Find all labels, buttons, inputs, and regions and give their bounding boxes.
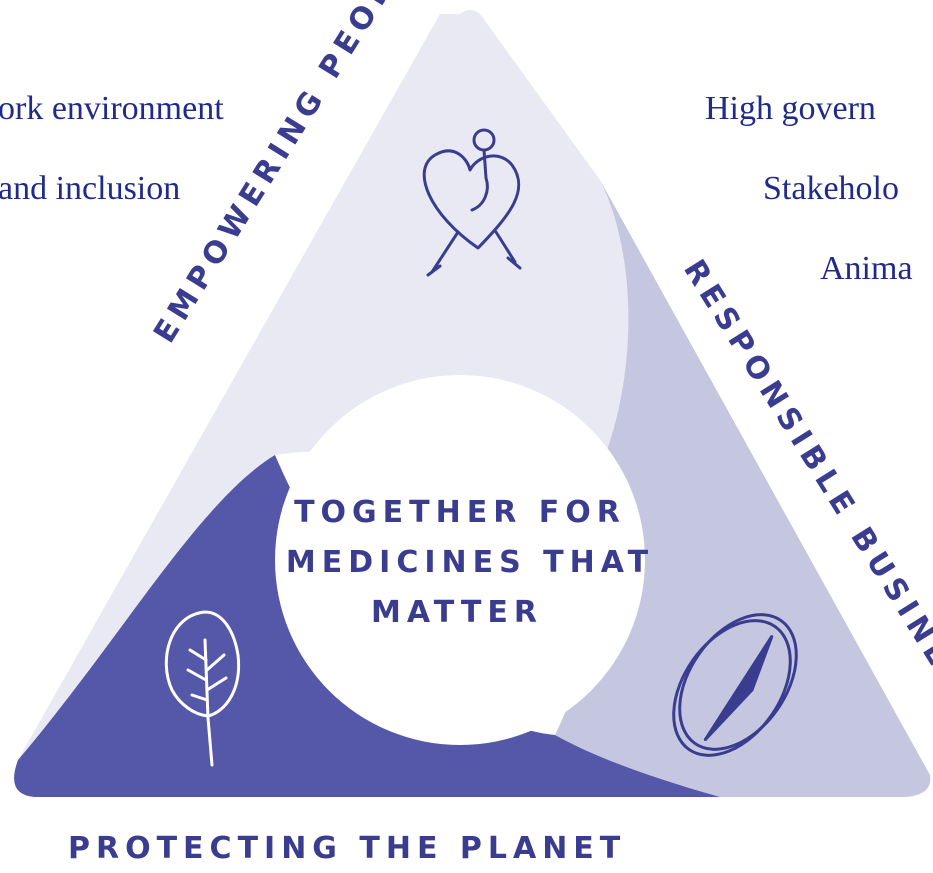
right-list-item-1: High govern	[705, 90, 876, 127]
left-list-item-1: ork environment	[0, 90, 224, 127]
side-label-protecting-planet: PROTECTING THE PLANET	[68, 831, 626, 866]
compass-icon	[672, 613, 798, 757]
center-circle	[275, 375, 645, 745]
region-empowering-people	[18, 10, 629, 760]
right-list-item-2: Stakeholo	[763, 170, 899, 207]
left-list-item-2: and inclusion	[0, 170, 181, 207]
center-line-1: TOGETHER FOR	[294, 495, 626, 530]
leaf-icon	[164, 610, 241, 767]
center-line-3: MATTER	[371, 595, 543, 630]
heart-person-icon	[422, 128, 522, 277]
right-list-item-3: Anima	[820, 250, 913, 287]
center-line-2: MEDICINES THAT	[286, 545, 654, 580]
region-responsible-business	[555, 180, 931, 797]
